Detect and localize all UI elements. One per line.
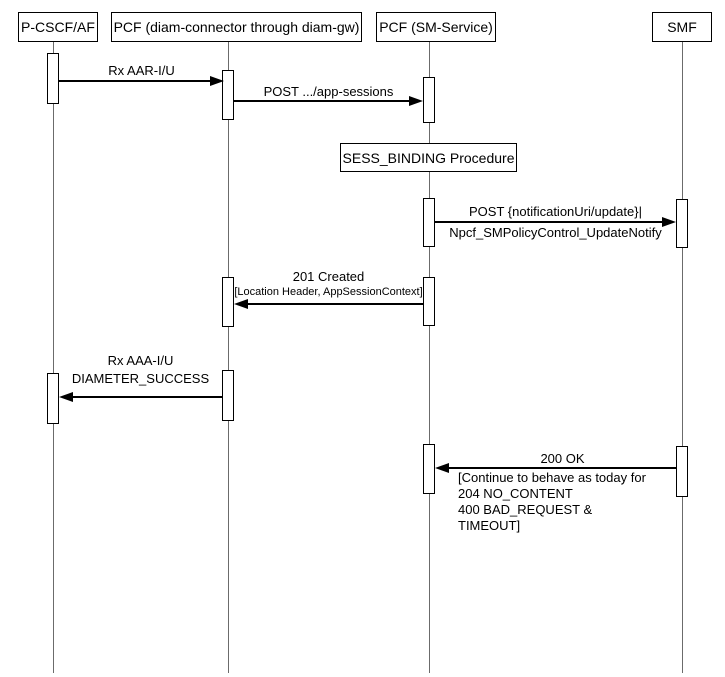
note-line: [Continue to behave as today for: [458, 470, 646, 485]
note-line: TIMEOUT]: [458, 518, 521, 533]
activation-pcf-diam-1: [222, 70, 234, 120]
actor-box-pcf-diam-connector: PCF (diam-connector through diam-gw): [111, 12, 362, 42]
arrowhead-left-icon: [234, 299, 248, 309]
activation-pcf-diam-2: [222, 277, 234, 327]
activation-pcf-sm-4: [423, 444, 435, 494]
message-label-post-notification-uri: POST {notificationUri/update}|: [469, 204, 642, 219]
activation-smf-2: [676, 446, 688, 497]
message-label-update-notify: Npcf_SMPolicyControl_UpdateNotify: [449, 225, 662, 240]
arrowhead-right-icon: [210, 76, 224, 86]
actor-box-pcf-sm-service: PCF (SM-Service): [376, 12, 496, 42]
message-label-rx-aaa: Rx AAA-I/U: [107, 353, 174, 368]
message-label-post-app-sessions: POST .../app-sessions: [263, 84, 394, 99]
activation-pcf-diam-3: [222, 370, 234, 421]
actor-label: P-CSCF/AF: [21, 19, 95, 35]
message-label-diameter-success: DIAMETER_SUCCESS: [71, 371, 210, 386]
activation-pcf-sm-1: [423, 77, 435, 123]
message-label-200-ok: 200 OK: [540, 451, 585, 466]
note-line: 400 BAD_REQUEST &: [458, 502, 593, 517]
message-arrow-update-notify: [435, 221, 662, 223]
activation-pcscf-2: [47, 373, 59, 424]
actor-box-smf: SMF: [652, 12, 712, 42]
lifeline-pcf-sm-service: [429, 40, 430, 673]
activation-smf-1: [676, 199, 688, 248]
message-label-location-header: [Location Header, AppSessionContext]: [234, 286, 423, 298]
message-arrow-200-ok: [449, 467, 676, 469]
message-label-rx-aar: Rx AAR-I/U: [108, 63, 175, 78]
message-label-201-created: 201 Created: [292, 269, 365, 284]
activation-pcf-sm-2: [423, 198, 435, 247]
actor-box-pcscf-af: P-CSCF/AF: [18, 12, 98, 42]
actor-label: SMF: [667, 19, 697, 35]
lifeline-smf: [682, 40, 683, 673]
arrowhead-right-icon: [409, 96, 423, 106]
actor-label: PCF (diam-connector through diam-gw): [113, 19, 360, 35]
note-line: 204 NO_CONTENT: [458, 486, 573, 501]
arrowhead-right-icon: [662, 217, 676, 227]
message-note-200-ok: [Continue to behave as today for 204 NO_…: [458, 470, 688, 534]
actor-label: PCF (SM-Service): [379, 19, 493, 35]
message-arrow-rx-aaa: [73, 396, 222, 398]
message-arrow-rx-aar: [59, 80, 210, 82]
lifeline-pcscf-af: [53, 40, 54, 673]
arrowhead-left-icon: [59, 392, 73, 402]
lifeline-pcf-diam-connector: [228, 40, 229, 673]
activation-pcscf-1: [47, 53, 59, 104]
procedure-box-label: SESS_BINDING Procedure: [342, 149, 515, 166]
procedure-box-sess-binding: SESS_BINDING Procedure: [340, 143, 517, 172]
message-arrow-201-created: [248, 303, 423, 305]
message-arrow-post-app-sessions: [234, 100, 409, 102]
activation-pcf-sm-3: [423, 277, 435, 326]
arrowhead-left-icon: [435, 463, 449, 473]
